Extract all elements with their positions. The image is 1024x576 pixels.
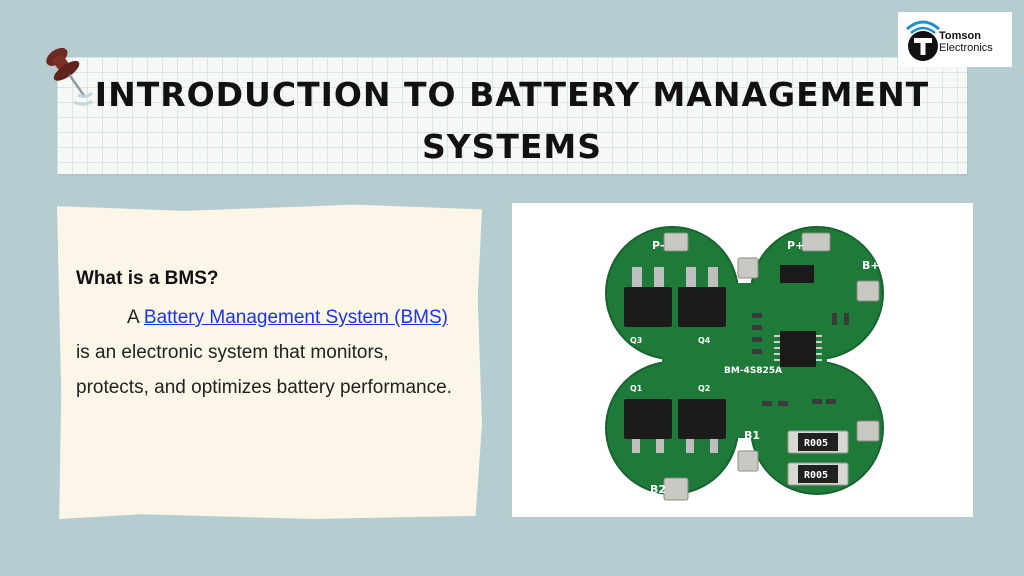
content-body: A Battery Management System (BMS) is an … (76, 300, 461, 405)
content-text: is an electronic system that monitors, p… (76, 342, 452, 398)
bms-link[interactable]: Battery Management System (BMS) (143, 307, 449, 328)
label-b1: B1 (744, 429, 760, 442)
pcb-illustration: P- P+ B+ B1 B2 BM-4S825A Q3 Q4 Q1 Q2 R00… (605, 226, 884, 501)
content-card (57, 204, 482, 519)
content-article: A (127, 307, 139, 328)
label-board-id: BM-4S825A (724, 366, 782, 376)
logo-sub: Electronics (939, 42, 993, 54)
company-logo: Tomson Electronics (898, 12, 1012, 67)
content-heading: What is a BMS? (76, 268, 219, 289)
logo-brand: Tomson (939, 30, 981, 42)
label-resistor-2: R005 (804, 470, 828, 481)
label-q4: Q4 (698, 336, 711, 345)
title-line-1: Introduction to Battery Management (94, 75, 930, 114)
label-resistor-1: R005 (804, 438, 828, 449)
bms-board-photo: P- P+ B+ B1 B2 BM-4S825A Q3 Q4 Q1 Q2 R00… (512, 203, 973, 517)
page-title: Introduction to Battery Management Syste… (57, 69, 967, 173)
label-q3: Q3 (630, 336, 642, 345)
title-line-2: Systems (421, 127, 603, 166)
label-b2: B2 (650, 483, 666, 496)
pushpin-icon (46, 47, 94, 106)
label-q2: Q2 (698, 384, 710, 393)
logo-text: Tomson Electronics (939, 30, 993, 54)
tomson-logo-icon (906, 20, 940, 61)
title-banner: Introduction to Battery Management Syste… (57, 57, 967, 174)
label-q1: Q1 (630, 384, 643, 393)
label-p-plus: P+ (787, 239, 804, 252)
label-p-minus: P- (652, 239, 664, 252)
label-b-plus: B+ (862, 259, 880, 272)
